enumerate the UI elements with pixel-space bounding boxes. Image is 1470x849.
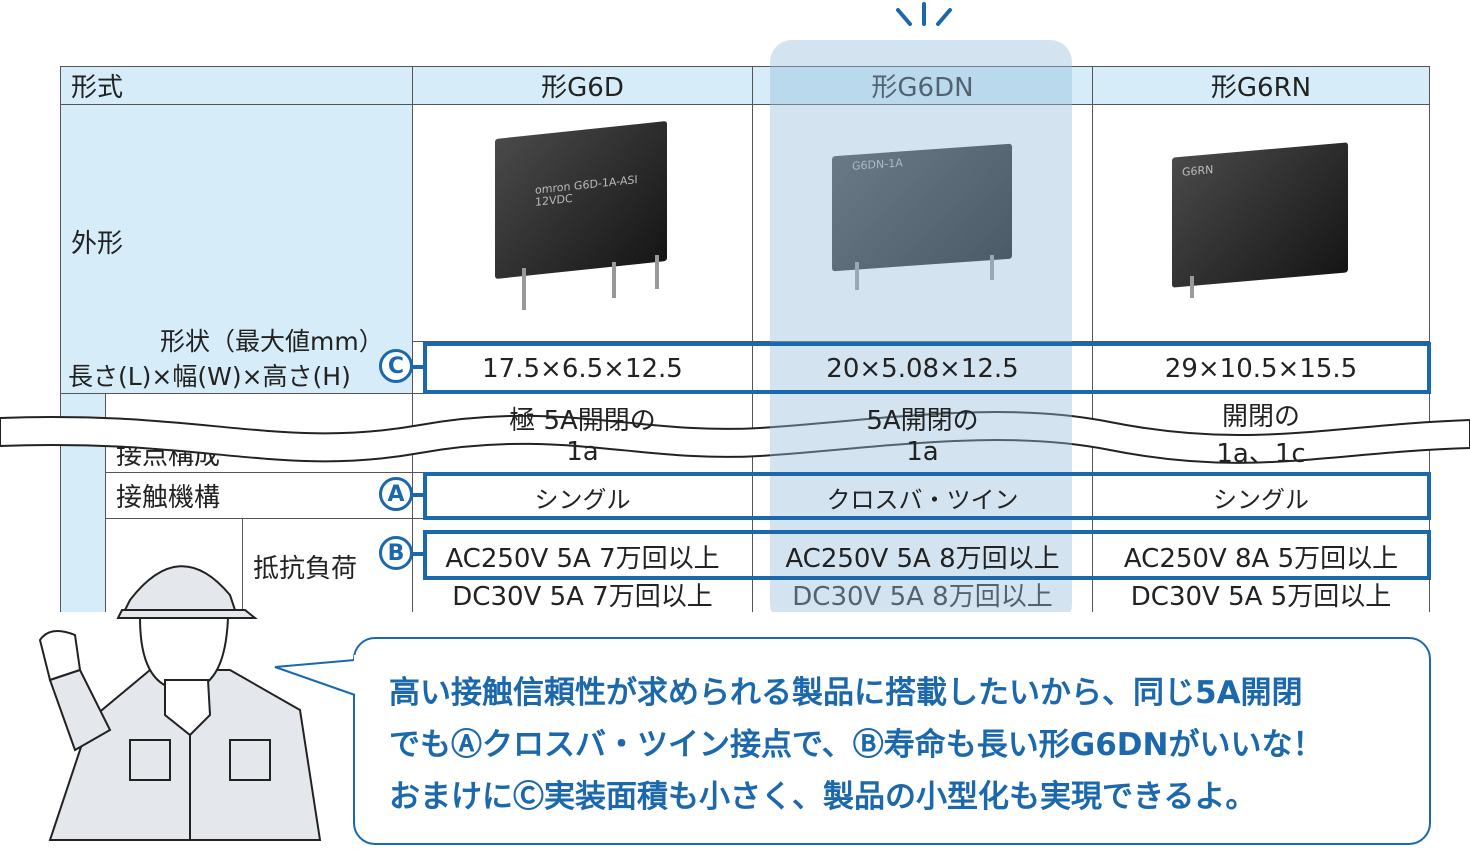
break-wave (0, 411, 1470, 464)
speech-line-1: 高い接触信頼性が求められる製品に搭載したいから、同じ5A開閉 (389, 675, 1303, 711)
mechanism-g6rn: シングル (1213, 486, 1309, 514)
relay-print: omron G6D-1A-ASI 12VDC (535, 173, 638, 209)
contact-config-value: 1a (566, 436, 599, 467)
contact-mechanism-label: 接触機構 (105, 472, 413, 519)
badge-a: A (379, 477, 413, 511)
emphasis-lines-icon (896, 2, 952, 26)
appearance-label: 外形 (60, 104, 413, 394)
mechanism-g6d: シングル (534, 486, 631, 514)
dimension-g6rn: 29×10.5×15.5 (1164, 354, 1358, 384)
header-g6rn: 形G6RN (1092, 66, 1430, 105)
speech-line-3: おまけにⒸ実装面積も小さく、製品の小型化も実現できるよ。 (389, 779, 1257, 815)
speech-line-2: でもⒶクロスバ・ツイン接点で、Ⓑ寿命も長い形G6DNがいいな！ (389, 727, 1324, 763)
worker-illustration-icon (38, 565, 322, 841)
header-g6d: 形G6D (412, 66, 753, 105)
relay-pin (855, 262, 859, 290)
bubble-tail (274, 659, 356, 696)
relay-image-g6d: omron G6D-1A-ASI 12VDC (495, 120, 667, 280)
dimension-label-1: 形状（最大値mm） (160, 327, 384, 356)
bubble-tail-join (354, 655, 362, 685)
contact-config-top: 極 5A開閉の (509, 405, 656, 436)
header-label: 形式 (60, 66, 413, 105)
contact-config-top: 開閉の (1221, 402, 1300, 432)
relay-pin (990, 255, 994, 280)
life-dc-g6d: DC30V 5A 7万回以上 (452, 582, 713, 612)
speech-bubble: 高い接触信頼性が求められる製品に搭載したいから、同じ5A開閉 でもⒶクロスバ・ツ… (353, 637, 1431, 845)
highlight-box-a (423, 472, 1431, 520)
badge-connector (411, 552, 424, 556)
badge-connector (411, 493, 424, 497)
badge-connector (411, 365, 424, 369)
relay-image-g6rn: G6RN (1172, 142, 1348, 288)
contact-config-top: 5A開閉の (866, 405, 979, 436)
life-ac-g6dn: AC250V 5A 8万回以上 (785, 544, 1060, 574)
relay-pin (655, 255, 659, 289)
badge-c: C (379, 349, 413, 383)
life-ac-g6rn: AC250V 8A 5万回以上 (1123, 544, 1399, 574)
relay-print: G6RN (1182, 163, 1214, 179)
badge-b: B (379, 536, 413, 570)
header-g6dn: 形G6DN (752, 66, 1093, 105)
dimension-label-2: 長さ(L)×幅(W)×高さ(H) (68, 362, 351, 391)
highlight-column-g6dn (770, 40, 1072, 626)
mechanism-g6dn: クロスバ・ツイン (826, 486, 1019, 514)
dimension-g6d: 17.5×6.5×12.5 (482, 354, 683, 384)
contact-config-value: 1a、1c (1216, 439, 1306, 469)
contact-config-value: 1a (906, 436, 939, 467)
relay-pin (522, 268, 526, 310)
life-dc-g6dn: DC30V 5A 8万回以上 (792, 582, 1053, 612)
relay-pin (612, 262, 616, 298)
highlight-box-c (423, 342, 1431, 394)
relay-pin (1190, 276, 1194, 298)
life-dc-g6rn: DC30V 5A 5万回以上 (1130, 582, 1392, 612)
dimension-g6dn: 20×5.08×12.5 (826, 354, 1019, 384)
highlight-box-b (423, 530, 1431, 580)
life-ac-g6d: AC250V 5A 7万回以上 (445, 544, 720, 574)
